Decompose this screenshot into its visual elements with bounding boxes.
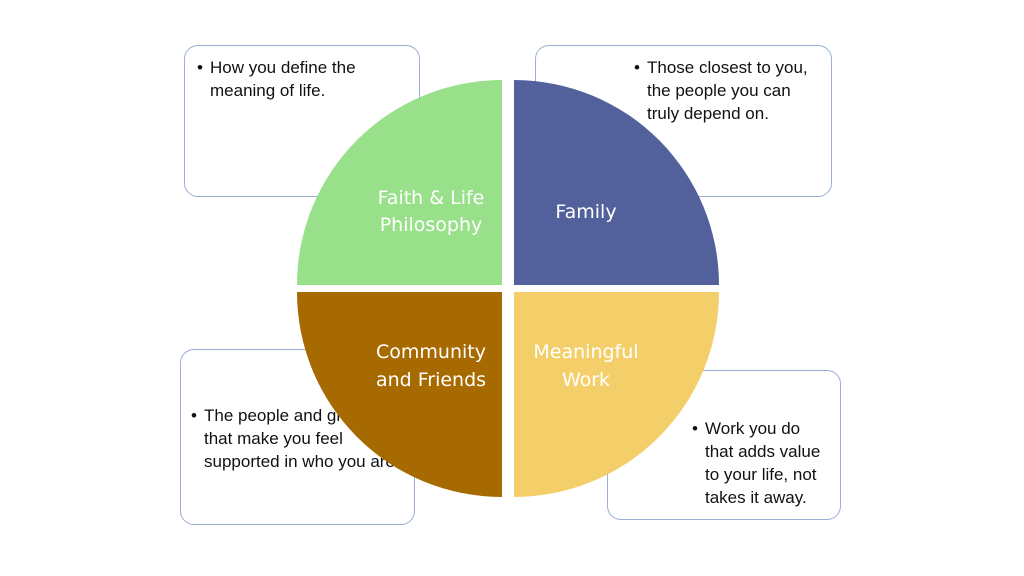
quadrant-label-community-line2: and Friends (376, 369, 486, 391)
quadrant-label-work-line1: Meaningful (533, 341, 638, 363)
quadrant-meaningful-work (514, 292, 719, 497)
callout-bullet: How you define the meaning of life. (197, 56, 407, 102)
quadrant-label-faith-line2: Philosophy (380, 214, 483, 236)
quadrant-label-work-line2: Work (562, 369, 610, 391)
quadrant-label-faith-line1: Faith & Life (378, 187, 485, 209)
quadrant-community-friends (297, 292, 502, 497)
quadrant-label-family: Family (555, 201, 616, 223)
callout-bullet: Those closest to you, the people you can… (634, 56, 819, 125)
quadrant-family (514, 80, 719, 285)
quadrant-faith-life-philosophy (297, 80, 502, 285)
quadrant-label-community-line1: Community (376, 341, 486, 363)
callout-bullet: Work you do that adds value to your life… (692, 417, 830, 509)
